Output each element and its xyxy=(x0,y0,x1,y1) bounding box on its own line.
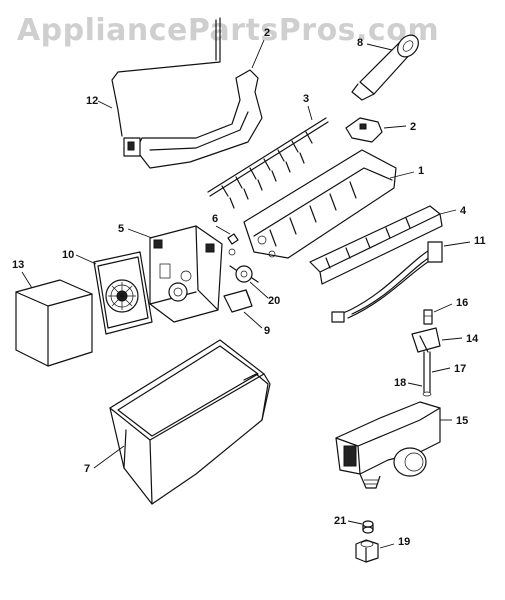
callout-1: 1 xyxy=(389,165,424,179)
svg-text:2: 2 xyxy=(410,121,416,133)
svg-text:13: 13 xyxy=(12,259,24,271)
part-7-ice-bin[interactable] xyxy=(109,339,271,505)
part-5-control-housing[interactable] xyxy=(149,225,223,323)
callout-2-right: 2 xyxy=(383,121,416,133)
svg-text:16: 16 xyxy=(456,297,468,309)
callout-20: 20 xyxy=(249,281,280,307)
part-9-bracket[interactable] xyxy=(223,289,253,313)
svg-text:21: 21 xyxy=(334,515,346,527)
svg-text:1: 1 xyxy=(418,165,424,177)
callout-8: 8 xyxy=(357,37,393,51)
callout-13: 13 xyxy=(12,259,33,289)
svg-text:5: 5 xyxy=(118,223,124,235)
part-6-clip[interactable] xyxy=(227,233,239,256)
svg-text:19: 19 xyxy=(398,536,410,548)
part-8-fill-tube[interactable] xyxy=(351,31,423,101)
callout-7: 7 xyxy=(84,445,125,475)
part-1-ice-mold[interactable] xyxy=(243,149,397,259)
callout-12: 12 xyxy=(86,95,113,109)
svg-text:7: 7 xyxy=(84,463,90,475)
svg-text:12: 12 xyxy=(86,95,98,107)
part-11-harness[interactable] xyxy=(331,241,443,323)
callout-16: 16 xyxy=(433,297,468,313)
svg-text:18: 18 xyxy=(394,377,406,389)
svg-text:14: 14 xyxy=(466,333,479,345)
callout-15: 15 xyxy=(440,415,468,427)
svg-text:20: 20 xyxy=(268,295,280,307)
watermark-text: AppliancePartsPros.com xyxy=(17,13,439,48)
part-16-plug[interactable] xyxy=(423,309,433,325)
part-13-cover[interactable] xyxy=(15,279,93,367)
callout-9: 9 xyxy=(243,311,270,337)
part-2-bracket-arm[interactable] xyxy=(123,69,263,169)
callout-6: 6 xyxy=(212,213,231,235)
callout-3: 3 xyxy=(303,93,313,121)
svg-text:15: 15 xyxy=(456,415,468,427)
svg-text:10: 10 xyxy=(62,249,74,261)
callout-4: 4 xyxy=(439,205,467,217)
callout-18: 18 xyxy=(394,377,423,389)
part-19-nut[interactable] xyxy=(355,539,379,563)
part-15-water-valve[interactable] xyxy=(335,401,441,489)
part-21-ferrule[interactable] xyxy=(362,520,374,534)
svg-text:2: 2 xyxy=(264,27,270,39)
part-14-clamp[interactable] xyxy=(411,327,441,353)
callout-14: 14 xyxy=(441,333,479,345)
part-20-motor[interactable] xyxy=(229,265,259,283)
svg-text:3: 3 xyxy=(303,93,309,105)
svg-text:17: 17 xyxy=(454,363,466,375)
part-2-small-bracket[interactable] xyxy=(345,117,383,143)
svg-text:8: 8 xyxy=(357,37,363,49)
svg-text:9: 9 xyxy=(264,325,270,337)
callout-5: 5 xyxy=(118,223,153,239)
callout-19: 19 xyxy=(379,536,410,549)
part-3-ejector[interactable] xyxy=(207,117,329,209)
callout-17: 17 xyxy=(431,363,466,375)
svg-text:6: 6 xyxy=(212,213,218,225)
callout-21: 21 xyxy=(334,515,363,527)
part-10-module-plate[interactable] xyxy=(93,251,153,335)
part-12-shutoff-arm[interactable] xyxy=(111,17,221,137)
callout-2-top: 2 xyxy=(251,27,270,69)
callout-11: 11 xyxy=(443,235,486,247)
svg-text:4: 4 xyxy=(460,205,467,217)
svg-text:11: 11 xyxy=(474,235,486,247)
callout-10: 10 xyxy=(62,249,97,265)
part-17-tube[interactable] xyxy=(422,351,432,397)
